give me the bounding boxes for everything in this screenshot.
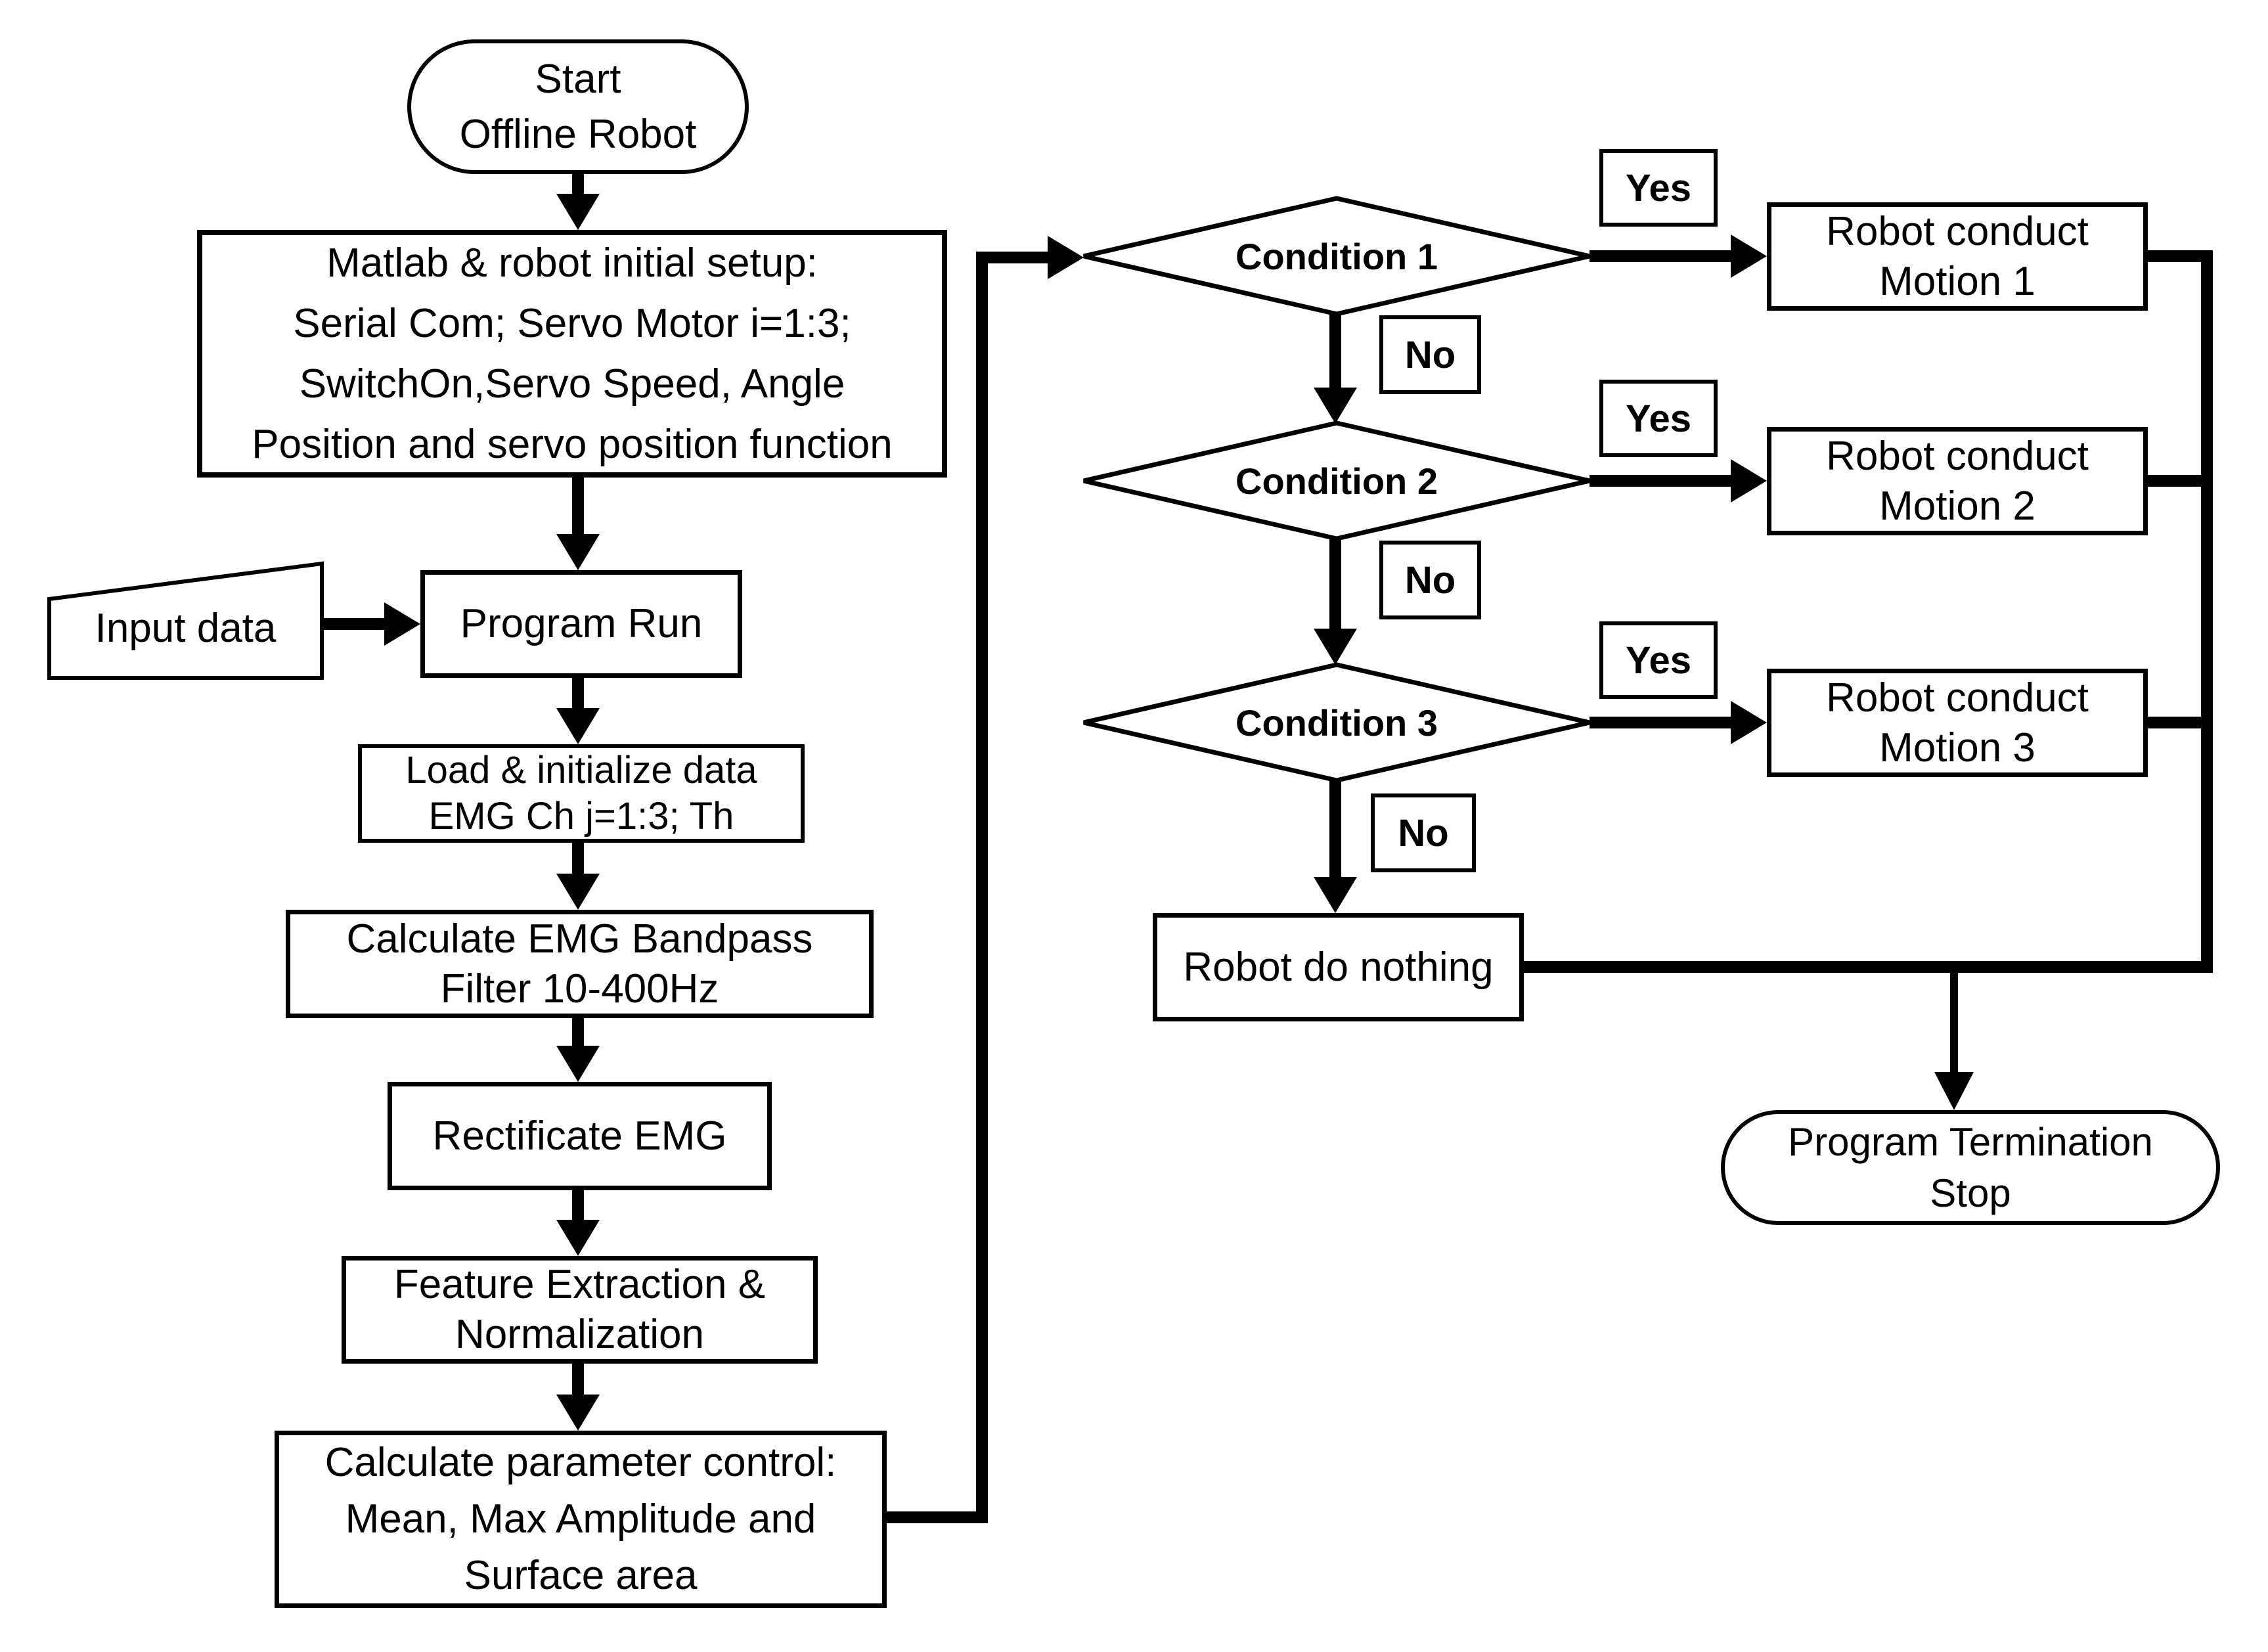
input-data-label: Input data — [95, 605, 277, 651]
condition1-label-wrap: Condition 1 — [1084, 198, 1590, 314]
no2-label-box: No — [1379, 541, 1481, 619]
arrow-calc-to-condition1 — [887, 252, 1050, 1523]
motion3-label: Motion 3 — [1879, 725, 2035, 770]
no3-label: No — [1398, 811, 1449, 855]
terminate-label: Program Termination — [1788, 1119, 2153, 1164]
yes2-label-box: Yes — [1599, 380, 1718, 457]
setup-label: Serial Com; Servo Motor i=1:3; — [293, 300, 851, 346]
arrowhead-yes3-motion3 — [1731, 701, 1767, 744]
yes3-label: Yes — [1626, 638, 1691, 682]
motion3-label: Robot conduct — [1826, 675, 2089, 721]
arrowhead-condition1-condition2 — [1314, 388, 1357, 424]
load-init-label: EMG Ch j=1:3; Th — [428, 795, 734, 837]
motion1-label: Motion 1 — [1879, 258, 2035, 304]
bandpass-label: Filter 10-400Hz — [440, 966, 719, 1012]
condition1-label: Condition 1 — [1235, 235, 1438, 277]
arrowhead-setup-run — [556, 534, 600, 570]
yes3-label-box: Yes — [1599, 621, 1718, 699]
setup-process-box: Matlab & robot initial setup: Serial Com… — [197, 230, 947, 478]
arrowhead-yes2-motion2 — [1731, 459, 1767, 502]
setup-label: SwitchOn,Servo Speed, Angle — [299, 361, 845, 407]
arrowhead-start-setup — [556, 194, 600, 230]
arrowhead-condition3-do-nothing — [1314, 877, 1357, 913]
motion1-box: Robot conduct Motion 1 — [1767, 202, 2148, 311]
start-label: Start — [535, 56, 621, 102]
calc-param-label: Mean, Max Amplitude and — [345, 1496, 816, 1542]
arrowhead-bandpass-rectify — [556, 1046, 600, 1082]
arrowhead-input-run — [384, 602, 420, 646]
wire-motion1-to-collector — [2148, 250, 2213, 967]
yes1-label-box: Yes — [1599, 149, 1718, 227]
motion3-box: Robot conduct Motion 3 — [1767, 669, 2148, 777]
load-init-box: Load & initialize data EMG Ch j=1:3; Th — [358, 744, 805, 843]
condition2-label: Condition 2 — [1235, 460, 1438, 502]
setup-label: Matlab & robot initial setup: — [326, 240, 818, 286]
motion2-label: Robot conduct — [1826, 433, 2089, 479]
arrowhead-merge-terminate — [1934, 1072, 1974, 1110]
yes1-label: Yes — [1626, 166, 1691, 210]
setup-label: Position and servo position function — [252, 421, 893, 467]
do-nothing-label: Robot do nothing — [1183, 944, 1494, 990]
no1-label: No — [1404, 333, 1456, 376]
terminate-terminator: Program Termination Stop — [1721, 1110, 2220, 1225]
bandpass-label: Calculate EMG Bandpass — [346, 916, 813, 962]
motion2-label: Motion 2 — [1879, 483, 2035, 529]
condition3-label: Condition 3 — [1235, 702, 1438, 744]
arrowhead-load-bandpass — [556, 874, 600, 910]
condition3-label-wrap: Condition 3 — [1084, 665, 1590, 780]
condition1-diamond — [1083, 196, 1590, 317]
motion2-box: Robot conduct Motion 2 — [1767, 427, 2148, 535]
arrowhead-condition2-condition3 — [1314, 629, 1357, 665]
feature-box: Feature Extraction & Normalization — [342, 1256, 818, 1364]
rectify-label: Rectificate EMG — [432, 1113, 727, 1159]
calc-param-label: Calculate parameter control: — [324, 1440, 837, 1485]
program-run-label: Program Run — [460, 601, 703, 646]
calc-param-label: Surface area — [464, 1553, 698, 1598]
feature-label: Normalization — [455, 1312, 705, 1357]
terminate-label: Stop — [1930, 1171, 2011, 1215]
input-data-shape — [47, 561, 324, 680]
yes2-label: Yes — [1626, 397, 1691, 440]
bandpass-box: Calculate EMG Bandpass Filter 10-400Hz — [286, 910, 874, 1018]
start-terminator: Start Offline Robot — [407, 39, 749, 174]
arrowhead-yes1-motion1 — [1731, 234, 1767, 278]
arrowhead-calc-condition1 — [1048, 236, 1084, 279]
arrowhead-rectify-feature — [556, 1220, 600, 1256]
arrowhead-feature-calc — [556, 1395, 600, 1431]
feature-label: Feature Extraction & — [393, 1262, 766, 1307]
arrowhead-run-load — [556, 708, 600, 744]
calc-param-box: Calculate parameter control: Mean, Max A… — [275, 1431, 887, 1608]
no3-label-box: No — [1371, 793, 1476, 872]
condition2-label-wrap: Condition 2 — [1084, 423, 1590, 539]
do-nothing-box: Robot do nothing — [1153, 913, 1524, 1021]
condition2-diamond — [1083, 420, 1590, 541]
load-init-label: Load & initialize data — [405, 749, 757, 792]
program-run-box: Program Run — [420, 570, 742, 678]
no2-label: No — [1404, 558, 1456, 602]
rectify-box: Rectificate EMG — [388, 1082, 772, 1190]
no1-label-box: No — [1379, 315, 1481, 394]
input-data-label-wrap: Input data — [49, 578, 322, 678]
condition3-diamond — [1083, 662, 1590, 783]
motion1-label: Robot conduct — [1826, 208, 2089, 254]
start-label: Offline Robot — [459, 111, 697, 157]
